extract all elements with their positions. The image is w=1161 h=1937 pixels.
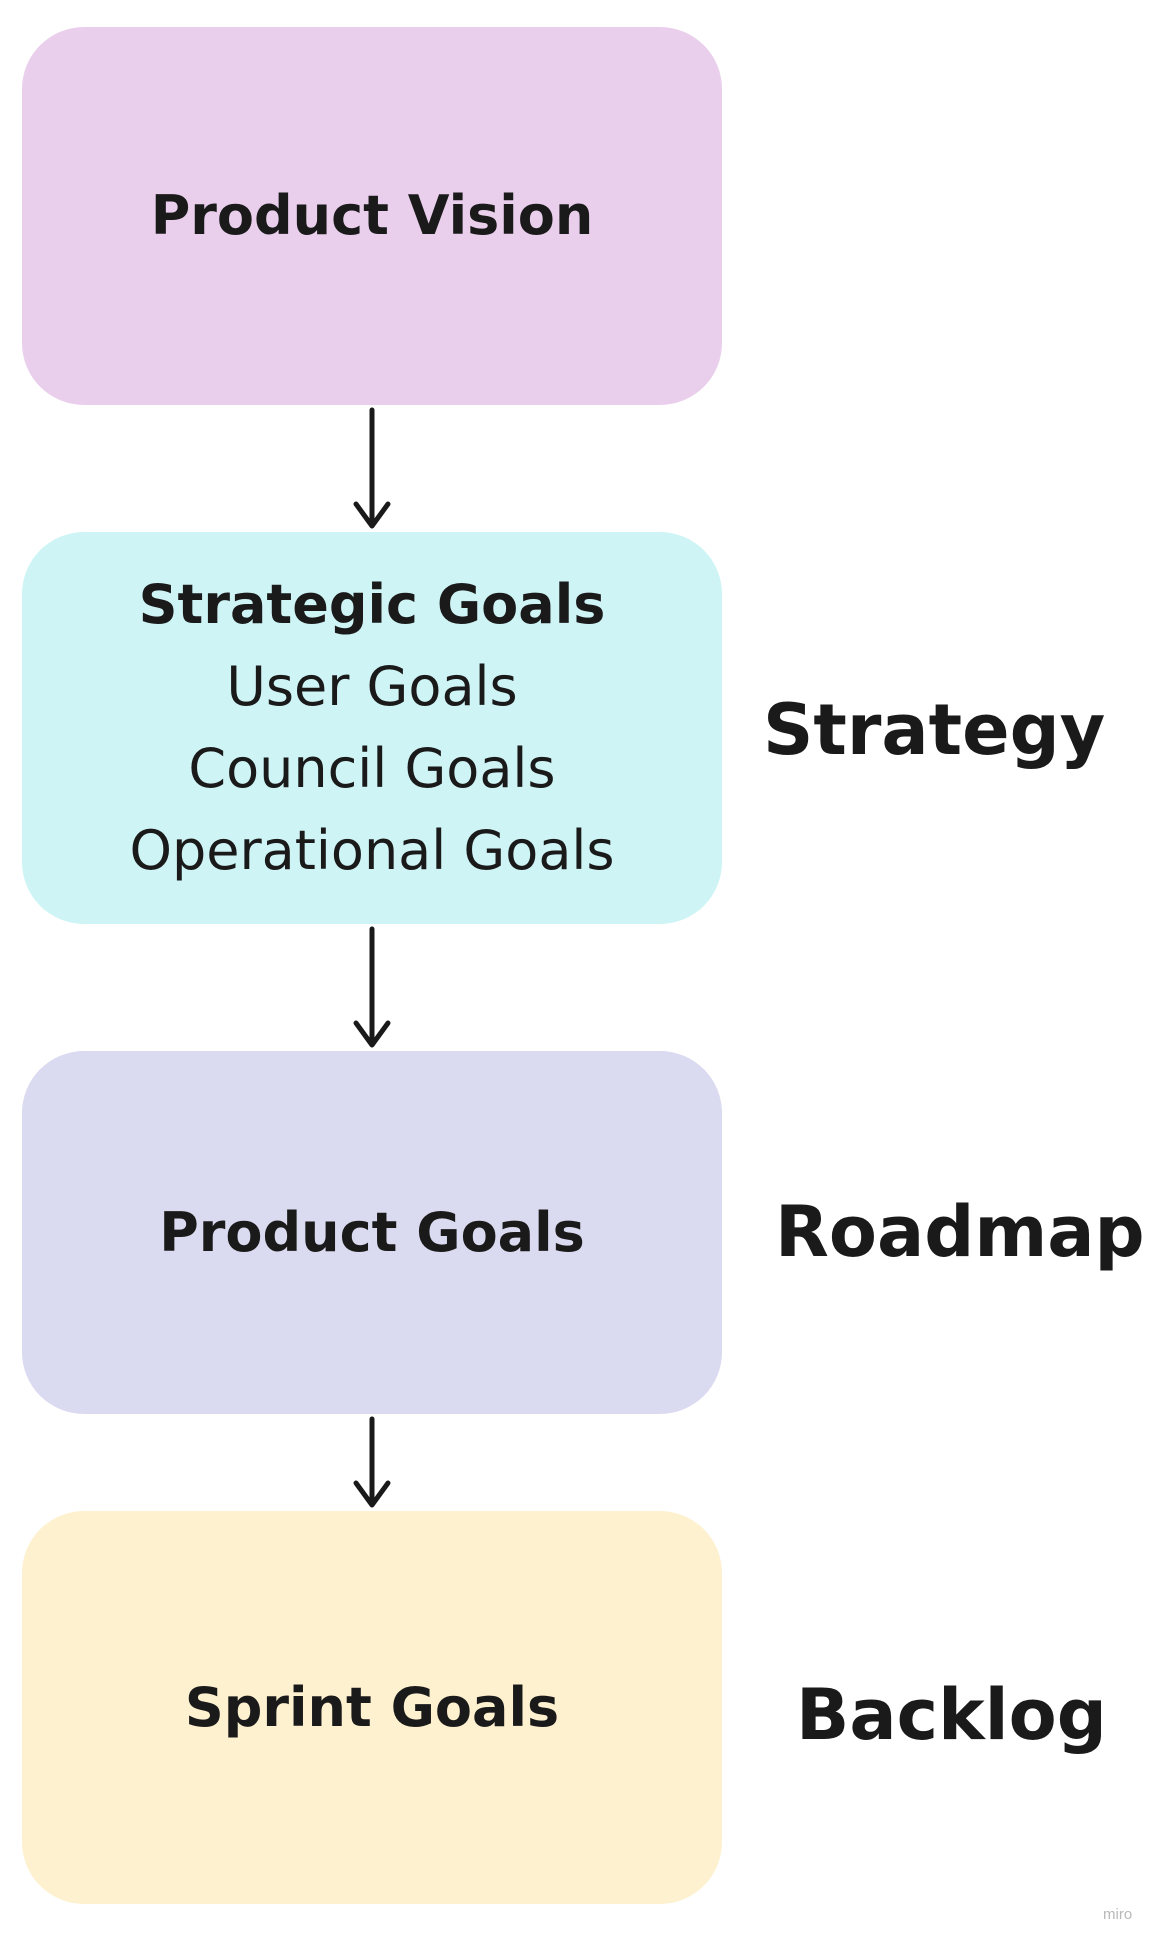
sprint-goals-box: Sprint Goals [22,1511,722,1904]
product-vision-box: Product Vision [22,27,722,405]
strategic-goals-title: Strategic Goals [138,573,606,636]
sprint-goals-title: Sprint Goals [184,1675,560,1739]
council-goals-line: Council Goals [188,737,556,800]
product-goals-title: Product Goals [159,1200,585,1264]
arrow-product-to-sprint [353,1416,391,1508]
operational-goals-line: Operational Goals [129,819,615,882]
product-goals-box: Product Goals [22,1051,722,1414]
strategic-goals-box: Strategic Goals User Goals Council Goals… [22,532,722,924]
user-goals-line: User Goals [226,655,518,718]
strategy-label: Strategy [763,689,1106,771]
roadmap-label: Roadmap [775,1191,1145,1273]
arrow-strategic-to-product [353,926,391,1048]
miro-watermark: miro [1103,1906,1133,1923]
product-vision-title: Product Vision [150,184,594,247]
arrow-vision-to-strategic [353,407,391,529]
backlog-label: Backlog [796,1674,1107,1756]
